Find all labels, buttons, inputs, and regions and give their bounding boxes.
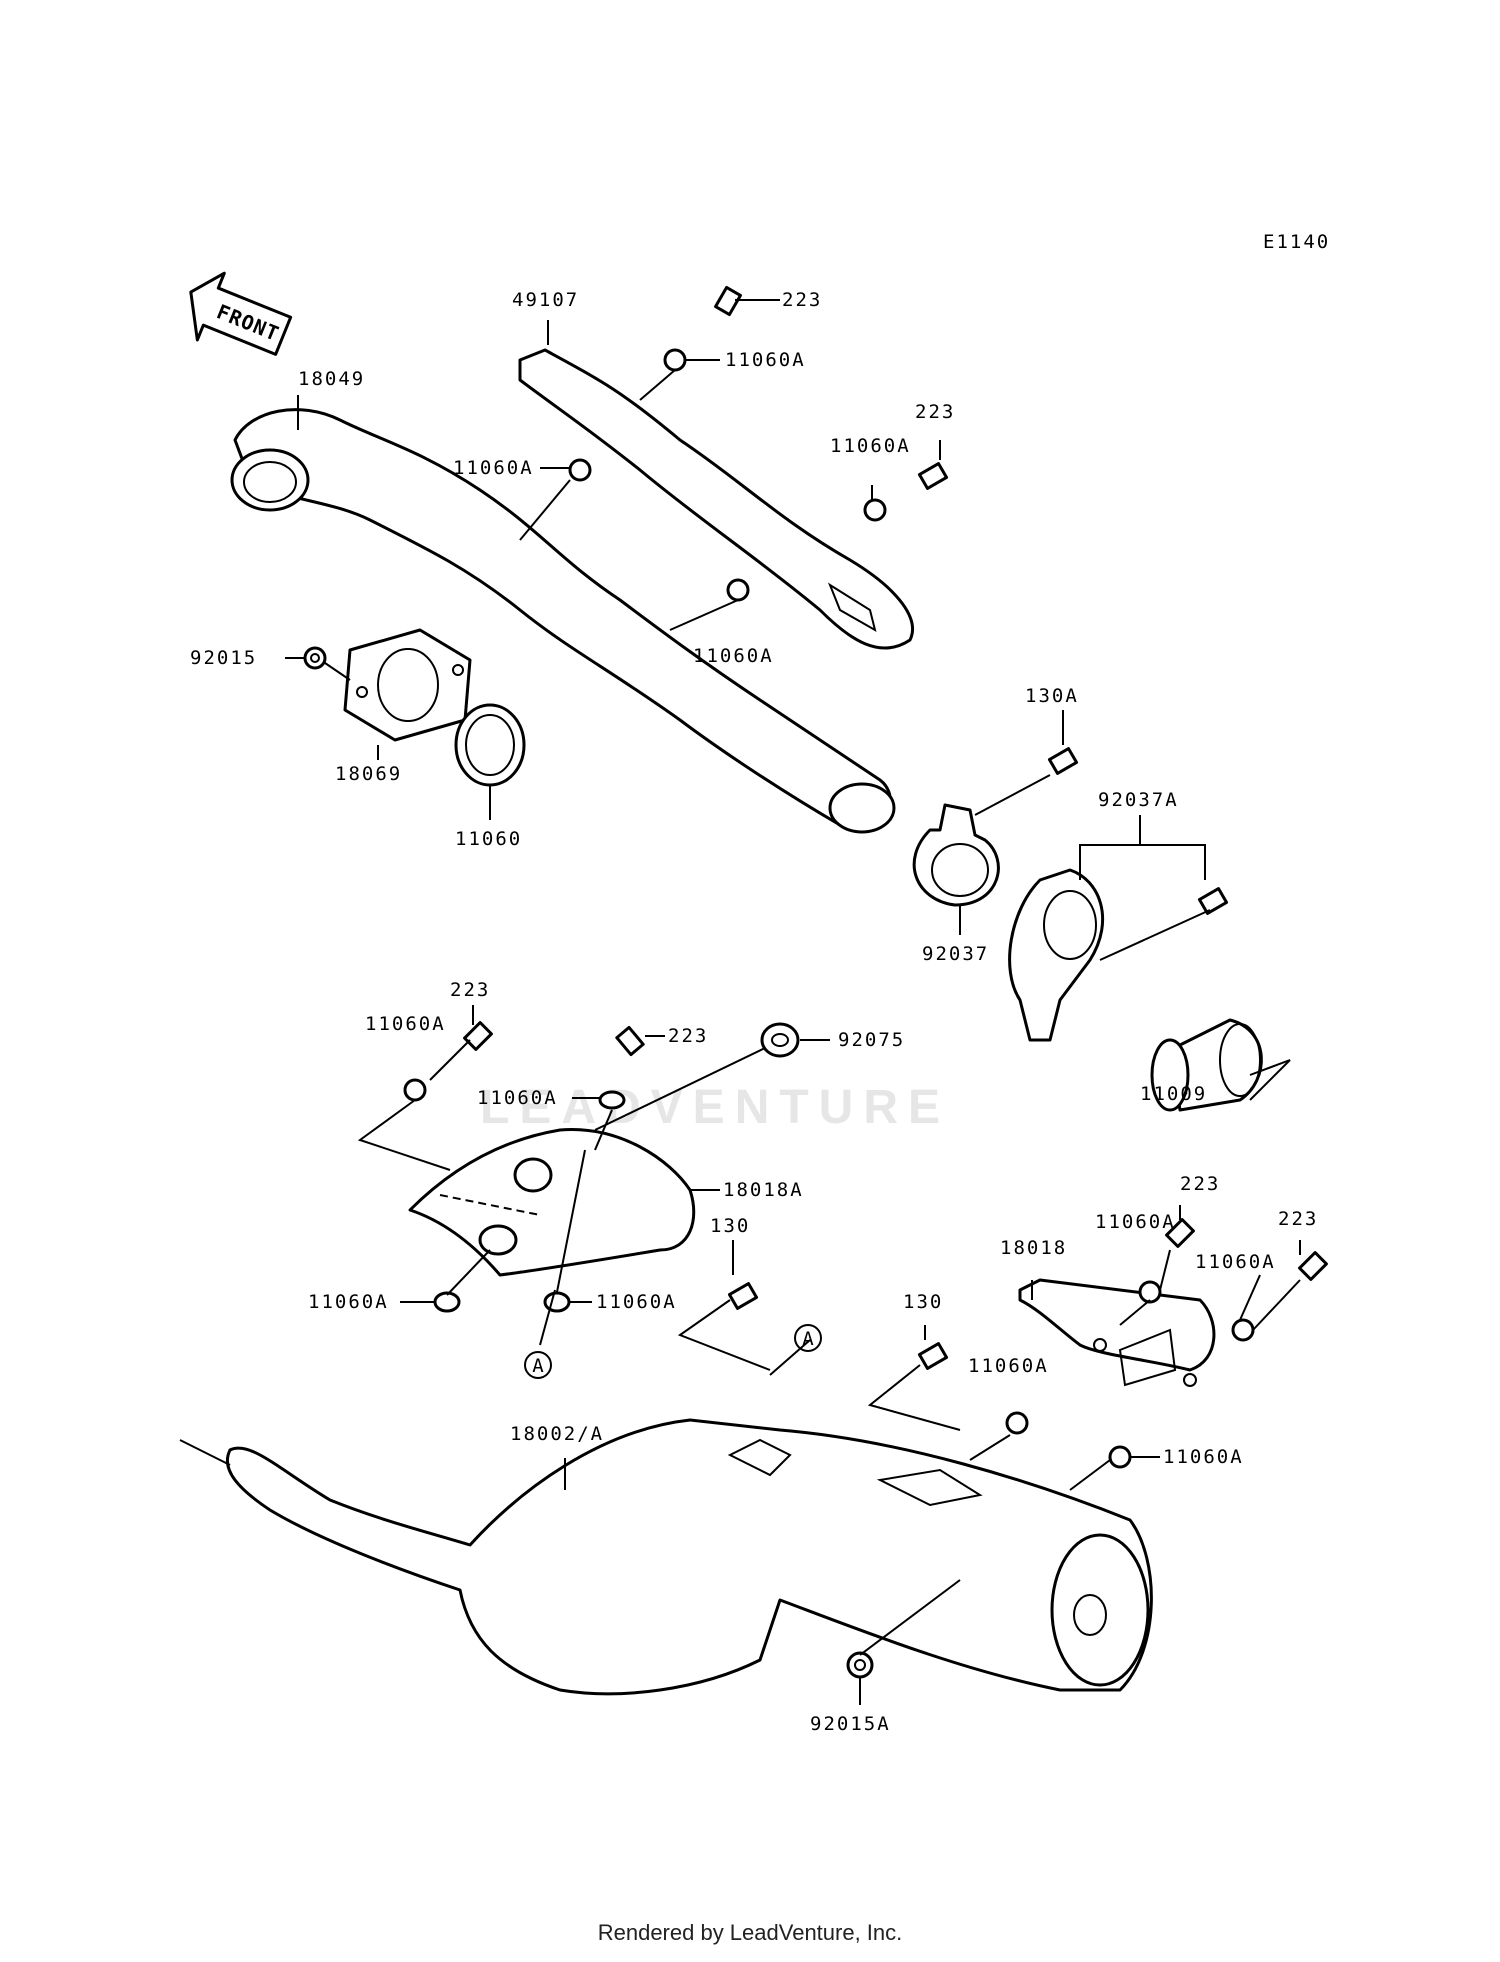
label-130[interactable]: 130 <box>903 1291 943 1313</box>
heat-guard-49107[interactable] <box>518 348 914 650</box>
label-18002A[interactable]: 18002/A <box>510 1423 604 1445</box>
nut-92015A[interactable] <box>846 1651 874 1679</box>
label-18069[interactable]: 18069 <box>335 763 402 785</box>
callout-a-text-1: A <box>532 1355 544 1377</box>
washer-11060A-top[interactable] <box>663 348 687 372</box>
footer-credit: Rendered by LeadVenture, Inc. <box>597 1920 903 1945</box>
label-223[interactable]: 223 <box>915 401 955 423</box>
label-92037A[interactable]: 92037A <box>1098 789 1179 811</box>
bolt-130-left[interactable] <box>727 1282 759 1310</box>
bolt-130-right[interactable] <box>917 1342 949 1370</box>
callout-a-1: A <box>524 1351 552 1379</box>
washer-11060A-right[interactable] <box>863 498 887 522</box>
watermark-text: LEADVENTURE <box>480 1081 951 1134</box>
muffler-cover-18018[interactable] <box>1018 1278 1216 1387</box>
label-92037[interactable]: 92037 <box>922 943 989 965</box>
label-11060A[interactable]: 11060A <box>1095 1211 1176 1233</box>
bolt-223-cover-mid[interactable] <box>615 1025 645 1057</box>
label-11060A[interactable]: 11060A <box>968 1355 1049 1377</box>
label-49107[interactable]: 49107 <box>512 289 579 311</box>
label-11060A[interactable]: 11060A <box>693 645 774 667</box>
bolt-223-18018-right[interactable] <box>1298 1251 1328 1281</box>
bolt-223-right[interactable] <box>917 462 949 490</box>
diagram-code: E1140 <box>1263 231 1330 253</box>
washer-11060A-mid[interactable] <box>568 458 592 482</box>
washer-11060A-cover-bottom-left[interactable] <box>433 1291 461 1313</box>
label-130[interactable]: 130 <box>710 1215 750 1237</box>
label-223[interactable]: 223 <box>782 289 822 311</box>
clamp-92037A[interactable] <box>1008 868 1105 1042</box>
label-11060A[interactable]: 11060A <box>830 435 911 457</box>
muffler-18002A[interactable] <box>225 1418 1153 1696</box>
bolt-92037A[interactable] <box>1197 887 1229 915</box>
label-11060A[interactable]: 11060A <box>596 1291 677 1313</box>
label-11060A[interactable]: 11060A <box>1163 1446 1244 1468</box>
label-223[interactable]: 223 <box>668 1025 708 1047</box>
washer-11060A-18018-bottom[interactable] <box>1108 1445 1132 1469</box>
label-92015A[interactable]: 92015A <box>810 1713 891 1735</box>
bolt-223-top[interactable] <box>714 285 742 317</box>
label-223[interactable]: 223 <box>450 979 490 1001</box>
grommet-92075[interactable] <box>760 1022 800 1058</box>
gasket-11060[interactable] <box>454 703 526 787</box>
washer-11060A-18018-left[interactable] <box>1138 1280 1162 1304</box>
flange-18069[interactable] <box>343 628 472 742</box>
nut-92015[interactable] <box>303 646 327 670</box>
bolt-223-18018-left[interactable] <box>1165 1218 1195 1248</box>
bolt-223-cover-left[interactable] <box>463 1021 493 1051</box>
label-11060A[interactable]: 11060A <box>1195 1251 1276 1273</box>
callout-a-text-2: A <box>802 1328 814 1350</box>
front-arrow-icon: FRONT <box>189 271 293 356</box>
label-11060A[interactable]: 11060A <box>477 1087 558 1109</box>
label-223[interactable]: 223 <box>1278 1208 1318 1230</box>
washer-11060A-cover-left[interactable] <box>403 1078 427 1102</box>
washer-11060A-lower[interactable] <box>726 578 750 602</box>
label-11060A[interactable]: 11060A <box>308 1291 389 1313</box>
label-11060[interactable]: 11060 <box>455 828 522 850</box>
label-11060A[interactable]: 11060A <box>725 349 806 371</box>
leader-lines <box>179 299 1301 1705</box>
label-92015[interactable]: 92015 <box>190 647 257 669</box>
callout-a-2: A <box>794 1324 822 1352</box>
washer-11060A-muffler[interactable] <box>1005 1411 1029 1435</box>
label-92075[interactable]: 92075 <box>838 1029 905 1051</box>
label-18049[interactable]: 18049 <box>298 368 365 390</box>
collar-11009[interactable] <box>1150 1018 1263 1112</box>
label-11060A[interactable]: 11060A <box>365 1013 446 1035</box>
label-18018A[interactable]: 18018A <box>723 1179 804 1201</box>
washer-11060A-cover-bottom[interactable] <box>543 1291 571 1313</box>
label-130A[interactable]: 130A <box>1025 685 1079 707</box>
label-18018[interactable]: 18018 <box>1000 1237 1067 1259</box>
label-11060A[interactable]: 11060A <box>453 457 534 479</box>
washer-11060A-cover-mid[interactable] <box>598 1090 626 1110</box>
label-223[interactable]: 223 <box>1180 1173 1220 1195</box>
washer-11060A-18018-right[interactable] <box>1231 1318 1255 1342</box>
label-11009[interactable]: 11009 <box>1140 1083 1207 1105</box>
muffler-cover-18018A[interactable] <box>408 1128 696 1277</box>
clamp-92037[interactable] <box>912 803 1000 907</box>
bolt-130A[interactable] <box>1047 747 1079 775</box>
header-pipe-18049[interactable] <box>230 408 896 834</box>
